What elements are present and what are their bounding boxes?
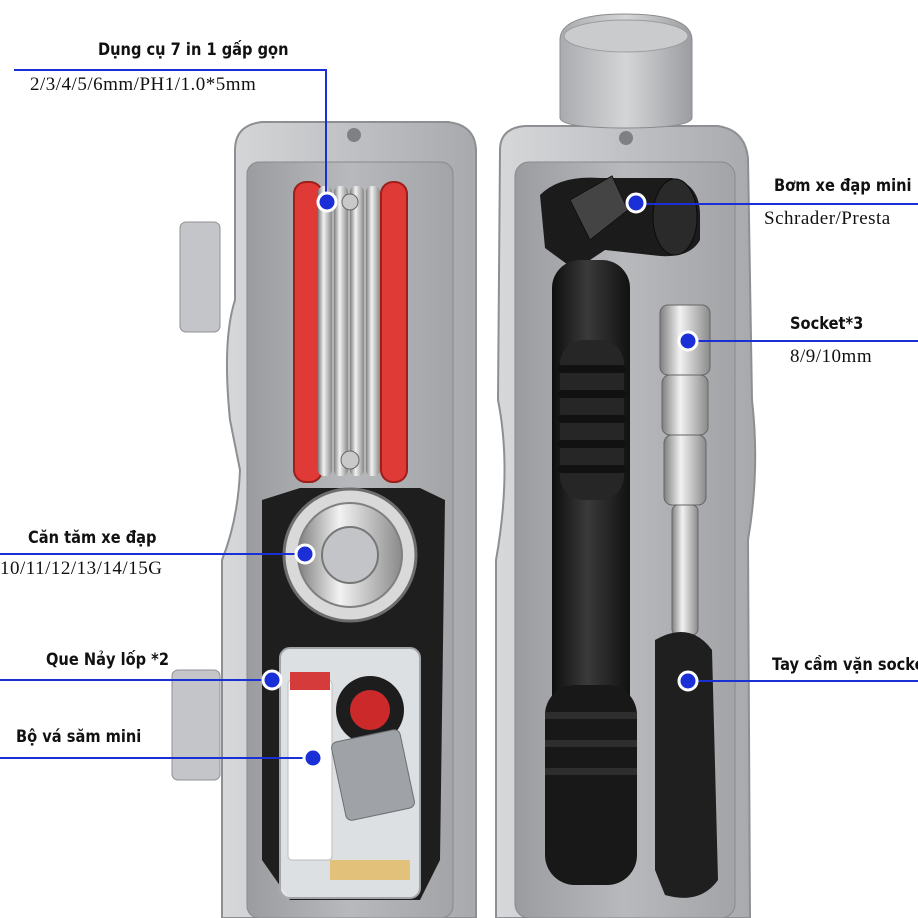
spoke-wrench-title: Căn tăm xe đạp: [28, 528, 157, 548]
callout-dots: [261, 191, 699, 769]
socket-detail: 8/9/10mm: [790, 346, 873, 367]
socket-handle-title: Tay cầm vặn socket: [772, 655, 918, 675]
spoke-wrench: [282, 487, 418, 623]
tire-lever-title: Que Nảy lốp *2: [46, 650, 169, 670]
multitool-title: Dụng cụ 7 in 1 gấp gọn: [98, 40, 289, 60]
mini-pump: [540, 175, 700, 885]
multitool-detail: 2/3/4/5/6mm/PH1/1.0*5mm: [30, 74, 257, 95]
spoke-wrench-detail: 10/11/12/13/14/15G: [0, 558, 163, 579]
pump-title: Bơm xe đạp mini: [774, 176, 912, 196]
pump-detail: Schrader/Presta: [764, 208, 891, 229]
patch-kit-title: Bộ vá săm mini: [16, 727, 142, 747]
patch-kit-box: [279, 647, 421, 899]
callout-lines: [0, 69, 918, 759]
multitool: [293, 181, 408, 483]
socket-title: Socket*3: [790, 314, 864, 334]
